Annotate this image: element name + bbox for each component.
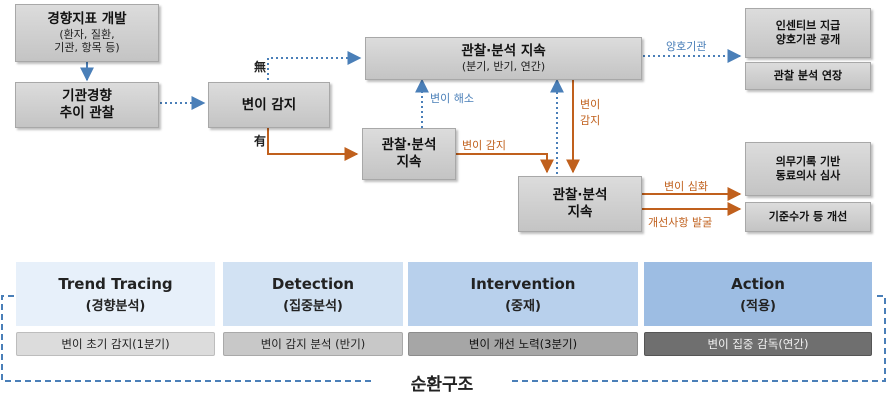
phase-intervention: Intervention (중재) bbox=[408, 262, 638, 326]
outcome-extend-box: 관찰 분석 연장 bbox=[745, 62, 871, 90]
observe-top-box: 관찰·분석 지속 (분기, 반기, 연간) bbox=[365, 37, 642, 80]
indicator-sub-1: (환자, 질환, bbox=[59, 27, 115, 41]
phase-action: Action (적용) bbox=[644, 262, 872, 326]
phase-action-en: Action bbox=[731, 274, 785, 293]
outcome-incentive-box: 인센티브 지급 양호기관 공개 bbox=[745, 8, 871, 58]
variation-detected-vertical-2: 감지 bbox=[580, 114, 601, 127]
detect-box: 변이 감지 bbox=[208, 82, 330, 128]
observe-low-box: 관찰·분석 지속 bbox=[518, 176, 642, 232]
phase-detection-ko: (집중분석) bbox=[283, 298, 343, 314]
observe-mid-box: 관찰·분석 지속 bbox=[362, 128, 456, 180]
variation-deepened-label: 변이 심화 bbox=[664, 180, 708, 193]
arrow-have-to-observe bbox=[267, 128, 359, 161]
review-line-1: 의무기록 기반 bbox=[775, 155, 841, 169]
review-line-2: 동료의사 심사 bbox=[775, 169, 841, 182]
observe-top-sub: (분기, 반기, 연간) bbox=[461, 60, 546, 74]
phase-intervention-en: Intervention bbox=[470, 274, 576, 293]
variation-resolved-label: 변이 해소 bbox=[430, 92, 474, 105]
phase-trend-ko: (경향분석) bbox=[85, 298, 146, 314]
observe-mid-line-2: 지속 bbox=[396, 154, 422, 170]
arrow-none-to-observe bbox=[267, 51, 362, 80]
indicator-box: 경향지표 개발 (환자, 질환, 기관, 항목 등) bbox=[15, 4, 159, 62]
phase-intervention-sub: 변이 개선 노력(3분기) bbox=[408, 332, 638, 356]
none-hanja-label: 無 bbox=[254, 60, 267, 74]
outcome-review-box: 의무기록 기반 동료의사 심사 bbox=[745, 142, 871, 196]
trend-line-1: 기관경향 bbox=[62, 88, 112, 105]
trend-line-2: 추이 관찰 bbox=[59, 105, 115, 121]
observe-mid-line-1: 관찰·분석 bbox=[381, 137, 437, 154]
detect-label: 변이 감지 bbox=[241, 96, 297, 113]
arrow-mid-to-low bbox=[456, 153, 554, 174]
cycle-loop bbox=[1, 295, 886, 382]
good-institution-label: 양호기관 bbox=[666, 40, 707, 53]
phase-action-sub: 변이 집중 감독(연간) bbox=[644, 332, 872, 356]
indicator-sub-2: 기관, 항목 등) bbox=[54, 41, 120, 55]
incentive-line-1: 인센티브 지급 bbox=[775, 19, 841, 33]
phase-detection-en: Detection bbox=[271, 274, 355, 293]
variation-detected-label: 변이 감지 bbox=[462, 139, 506, 152]
trend-box: 기관경향 추이 관찰 bbox=[15, 82, 159, 128]
observe-top-title: 관찰·분석 지속 bbox=[461, 43, 546, 60]
phase-trend-tracing: Trend Tracing (경향분석) bbox=[16, 262, 215, 326]
phase-trend-sub: 변이 초기 감지(1분기) bbox=[16, 332, 215, 356]
observe-low-line-1: 관찰·분석 bbox=[552, 187, 608, 204]
phase-detection-sub: 변이 감지 분석 (반기) bbox=[223, 332, 403, 356]
cycle-label: 순환구조 bbox=[382, 370, 502, 395]
phase-trend-en: Trend Tracing bbox=[58, 274, 173, 293]
incentive-line-2: 양호기관 공개 bbox=[775, 33, 841, 46]
observe-low-line-2: 지속 bbox=[567, 204, 593, 220]
variation-detected-vertical-1: 변이 bbox=[580, 98, 601, 111]
indicator-title: 경향지표 개발 bbox=[47, 10, 127, 27]
phase-action-ko: (적용) bbox=[740, 298, 776, 314]
phase-detection: Detection (집중분석) bbox=[223, 262, 403, 326]
outcome-improve-box: 기준수가 등 개선 bbox=[745, 202, 871, 232]
improvement-found-label: 개선사항 발굴 bbox=[648, 216, 713, 229]
improve-label: 기준수가 등 개선 bbox=[768, 210, 848, 224]
have-hanja-label: 有 bbox=[254, 134, 267, 148]
phase-intervention-ko: (중재) bbox=[505, 298, 541, 314]
extend-label: 관찰 분석 연장 bbox=[773, 69, 843, 83]
